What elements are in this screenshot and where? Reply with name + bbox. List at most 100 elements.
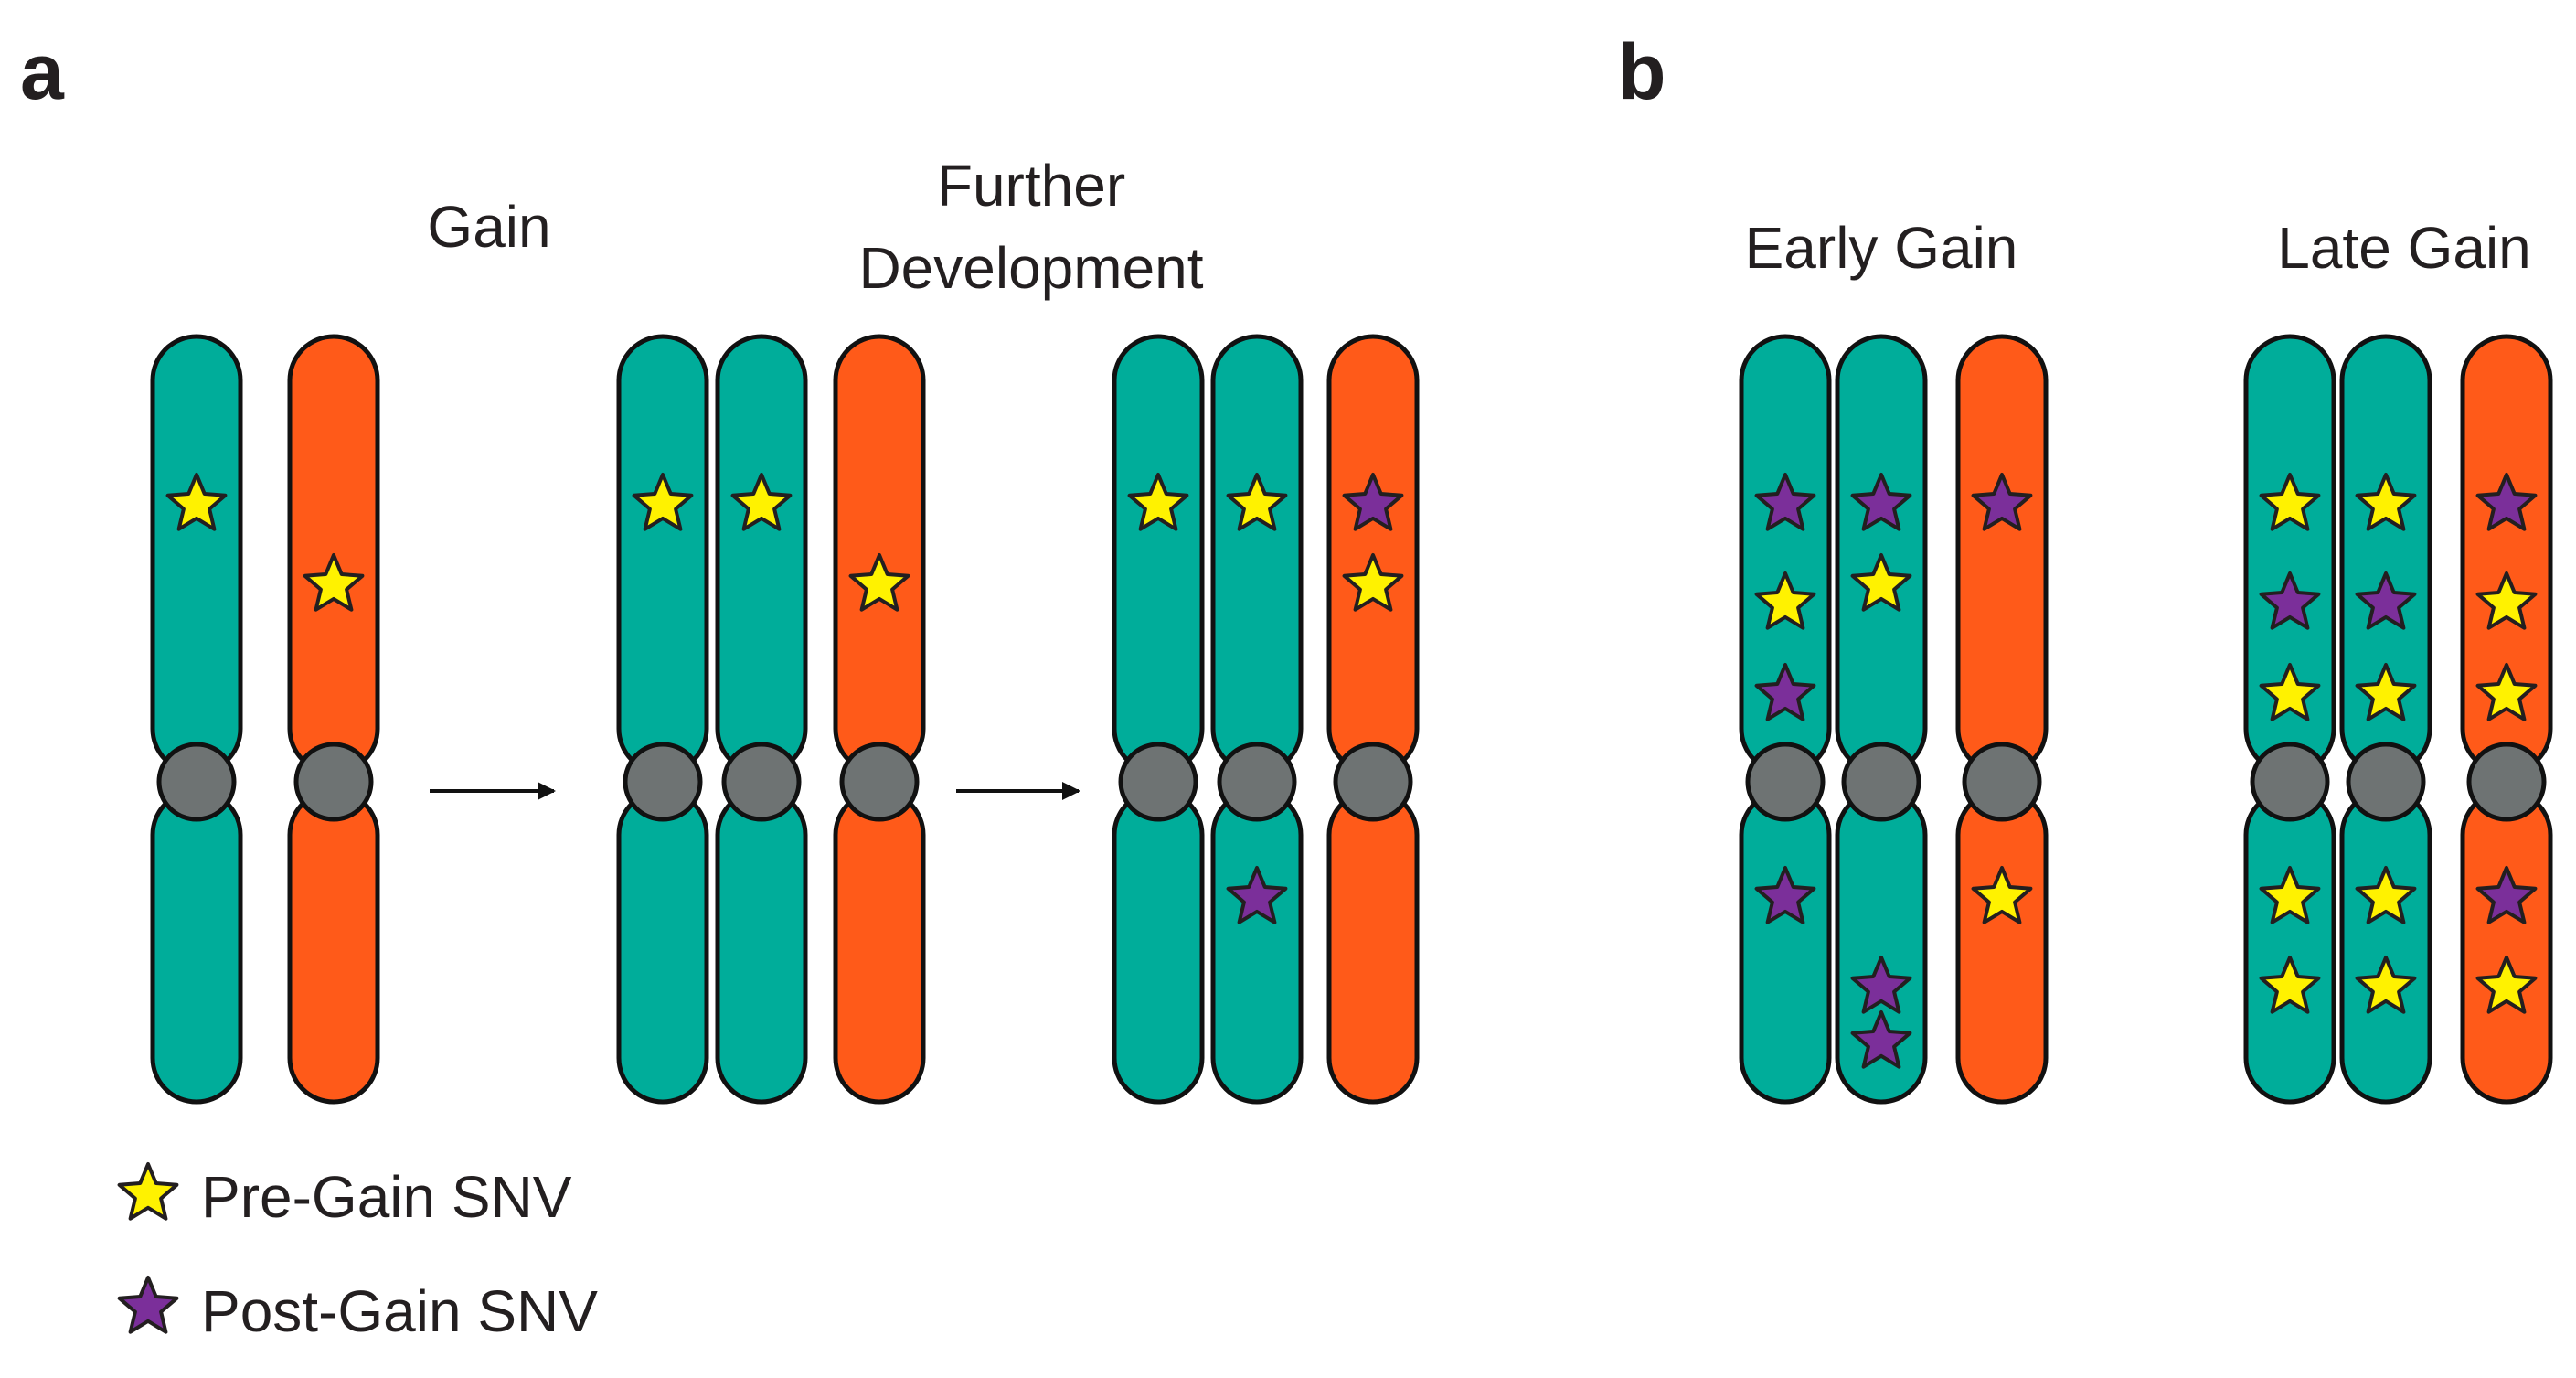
chromosome-set-a-after-gain [616, 334, 926, 1105]
pre-gain-snv-star [1226, 473, 1288, 531]
pre-gain-snv-star [2355, 663, 2417, 721]
chromosome-bottom-arm [833, 788, 926, 1105]
gain-label: Gain [427, 194, 550, 260]
pre-gain-snv-star [1342, 553, 1404, 612]
chromosome-bottom-arm [1739, 788, 1832, 1105]
pre-gain-snv-star [1971, 866, 2033, 924]
chromosome-set-a-before-gain [150, 334, 380, 1105]
panel-a-letter: a [20, 28, 65, 116]
pre-gain-snv-star [2259, 473, 2321, 531]
pre-gain-snv-star [2355, 866, 2417, 924]
pre-gain-snv-star [1127, 473, 1189, 531]
orange-chromosome [287, 334, 380, 1105]
centromere [721, 742, 802, 822]
post-gain-snv-star [1850, 473, 1912, 531]
yellow-star-icon-shape [117, 1162, 179, 1221]
legend: Pre-Gain SNV Post-Gain SNV [117, 1162, 598, 1344]
yellow-star-icon [117, 1162, 179, 1221]
post-gain-snv-star [2475, 866, 2538, 924]
pre-gain-snv-star [2475, 956, 2538, 1014]
chromosome-top-arm [1210, 334, 1304, 775]
legend-pre-gain-label: Pre-Gain SNV [201, 1164, 572, 1230]
pre-gain-snv-star [2355, 956, 2417, 1014]
centromere [1333, 742, 1413, 822]
chromosome-top-arm [1955, 334, 2049, 775]
orange-chromosome [1326, 334, 1420, 1105]
legend-post-gain: Post-Gain SNV [117, 1276, 598, 1344]
centromere [623, 742, 703, 822]
centromere [1745, 742, 1826, 822]
teal-chromosome [2339, 334, 2432, 1105]
pre-gain-snv-star [1754, 571, 1816, 630]
post-gain-snv-star [1342, 473, 1404, 531]
teal-chromosome [2243, 334, 2336, 1105]
centromere [2466, 742, 2547, 822]
centromere [293, 742, 374, 822]
teal-chromosome [616, 334, 709, 1105]
centromere [1118, 742, 1198, 822]
orange-chromosome [2460, 334, 2553, 1105]
chromosome-bottom-arm [1210, 788, 1304, 1105]
chromosome-bottom-arm [715, 788, 808, 1105]
chromosome-bottom-arm [2460, 788, 2553, 1105]
teal-chromosome [715, 334, 808, 1105]
chromosome-set-b-late-gain [2243, 334, 2553, 1105]
late-gain-label: Late Gain [2277, 215, 2531, 281]
chromosome-bottom-arm [1955, 788, 2049, 1105]
chromosome-bottom-arm [2339, 788, 2432, 1105]
chromosome-top-arm [715, 334, 808, 775]
pre-gain-snv-star [2259, 866, 2321, 924]
pre-gain-snv-star [165, 473, 228, 531]
pre-gain-snv-star [2475, 663, 2538, 721]
post-gain-snv-star [1226, 866, 1288, 924]
post-gain-snv-star [1754, 473, 1816, 531]
chromosome-bottom-arm [1326, 788, 1420, 1105]
pre-gain-snv-star [632, 473, 694, 531]
centromere [839, 742, 920, 822]
post-gain-snv-star [2259, 571, 2321, 630]
pre-gain-snv-star [848, 553, 910, 612]
pre-gain-snv-star [2475, 571, 2538, 630]
teal-chromosome [1739, 334, 1832, 1105]
post-gain-snv-star [1850, 956, 1912, 1014]
orange-chromosome [1955, 334, 2049, 1105]
post-gain-snv-star [2355, 571, 2417, 630]
chromosome-top-arm [616, 334, 709, 775]
pre-gain-snv-star [2259, 956, 2321, 1014]
pre-gain-snv-star [1850, 553, 1912, 612]
panel-b-letter: b [1618, 28, 1666, 116]
centromere [1217, 742, 1297, 822]
purple-star-icon [117, 1276, 179, 1334]
post-gain-snv-star [1754, 866, 1816, 924]
chromosome-set-a-further-development [1112, 334, 1420, 1105]
teal-chromosome [150, 334, 243, 1105]
purple-star-icon-shape [117, 1276, 179, 1334]
legend-pre-gain: Pre-Gain SNV [117, 1162, 572, 1230]
centromere [2346, 742, 2426, 822]
post-gain-snv-star [1850, 1010, 1912, 1069]
chromosome-bottom-arm [1112, 788, 1205, 1105]
early-gain-label: Early Gain [1745, 215, 2018, 281]
chromosome-bottom-arm [150, 788, 243, 1105]
chromosome-bottom-arm [2243, 788, 2336, 1105]
pre-gain-snv-star [303, 553, 365, 612]
centromere [2250, 742, 2330, 822]
teal-chromosome [1210, 334, 1304, 1105]
legend-post-gain-label: Post-Gain SNV [201, 1278, 598, 1344]
centromere [156, 742, 237, 822]
chromosome-sets [150, 334, 2553, 1105]
orange-chromosome [833, 334, 926, 1105]
pre-gain-snv-star [2355, 473, 2417, 531]
post-gain-snv-star [1971, 473, 2033, 531]
chromosome-top-arm [1112, 334, 1205, 775]
pre-gain-snv-star [2259, 663, 2321, 721]
chromosome-bottom-arm [287, 788, 380, 1105]
further-label-line2: Development [858, 235, 1203, 301]
centromere [1841, 742, 1921, 822]
centromere [1962, 742, 2042, 822]
chromosome-top-arm [150, 334, 243, 775]
teal-chromosome [1835, 334, 1928, 1105]
chromosome-set-b-early-gain [1739, 334, 2049, 1105]
post-gain-snv-star [1754, 663, 1816, 721]
